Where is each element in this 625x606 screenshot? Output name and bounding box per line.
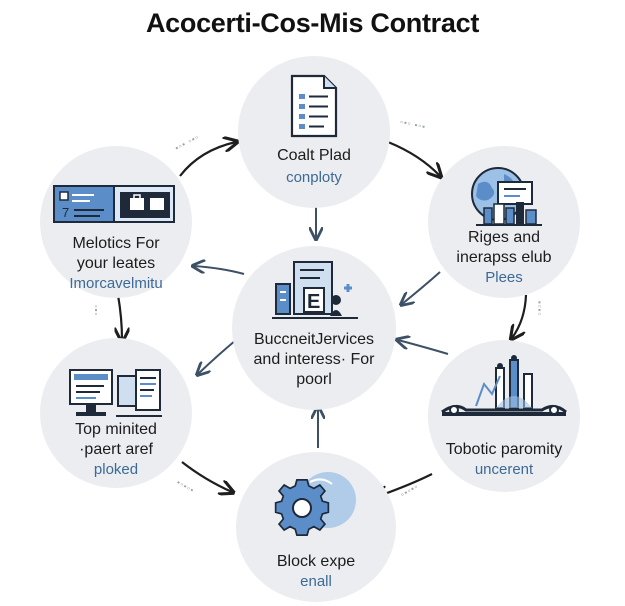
node-right-sub: uncerent <box>474 461 534 478</box>
arrow-topleft-to-left <box>118 294 122 340</box>
arrow-center-to-left <box>198 339 237 374</box>
arrow-left-to-bottom <box>181 461 232 492</box>
node-top-left-sub: Imorcavelmitu <box>69 275 163 292</box>
arrow-center-to-topleft <box>194 266 245 275</box>
apps-buildings-icon: E <box>272 261 358 319</box>
gear-icon <box>274 472 356 537</box>
deco-marks: ▪▫▪▫ <box>535 300 545 317</box>
dashboard-briefcase-icon: 7 <box>53 185 175 223</box>
svg-text:E: E <box>307 291 320 313</box>
node-top-left: 7 Melotics For your leates Imorcavelmitu <box>40 146 192 298</box>
node-top: Coalt Plad conploty <box>238 56 390 208</box>
deco-marks: ▫▪▫ <box>91 304 101 317</box>
node-left: Top minited ·paert aref ploked <box>40 338 192 488</box>
node-right: Tobotic paromity uncerent <box>428 340 580 492</box>
node-center: E BuccneitJervices and interess· For poo… <box>232 246 396 410</box>
node-top-left-label: Melotics For your leates <box>72 235 160 272</box>
arrow-right-to-center <box>398 340 449 355</box>
svg-text:7: 7 <box>62 205 69 220</box>
node-bottom-sub: enall <box>300 573 332 590</box>
node-top-right-sub: Plees <box>485 269 523 286</box>
node-top-label: Coalt Plad <box>277 147 351 164</box>
bridge-chart-icon <box>441 355 567 416</box>
node-right-label: Tobotic paromity <box>445 441 563 458</box>
node-bottom: Block expe enall <box>236 452 396 602</box>
desktop-documents-icon <box>69 369 162 417</box>
node-top-sub: conploty <box>286 169 342 186</box>
node-center-label: BuccneitJervices and interess· For poorl <box>253 331 375 388</box>
document-icon <box>290 74 338 138</box>
arrow-topright-to-center <box>402 271 441 304</box>
arrow-topleft-to-top <box>179 142 236 177</box>
node-left-label: Top minited ·paert aref <box>75 421 157 458</box>
arrow-topright-to-right <box>512 294 528 338</box>
node-left-sub: ploked <box>93 461 139 478</box>
node-top-right-label: Riges and inerapss elub <box>456 229 552 266</box>
node-top-right: Riges and inerapss elub Plees <box>428 146 580 298</box>
diagram-title: Acocerti-Cos-Mis Contract <box>145 8 480 38</box>
arrow-top-to-topright <box>387 140 440 176</box>
node-bottom-label: Block expe <box>276 553 356 570</box>
globe-city-icon <box>471 167 542 226</box>
